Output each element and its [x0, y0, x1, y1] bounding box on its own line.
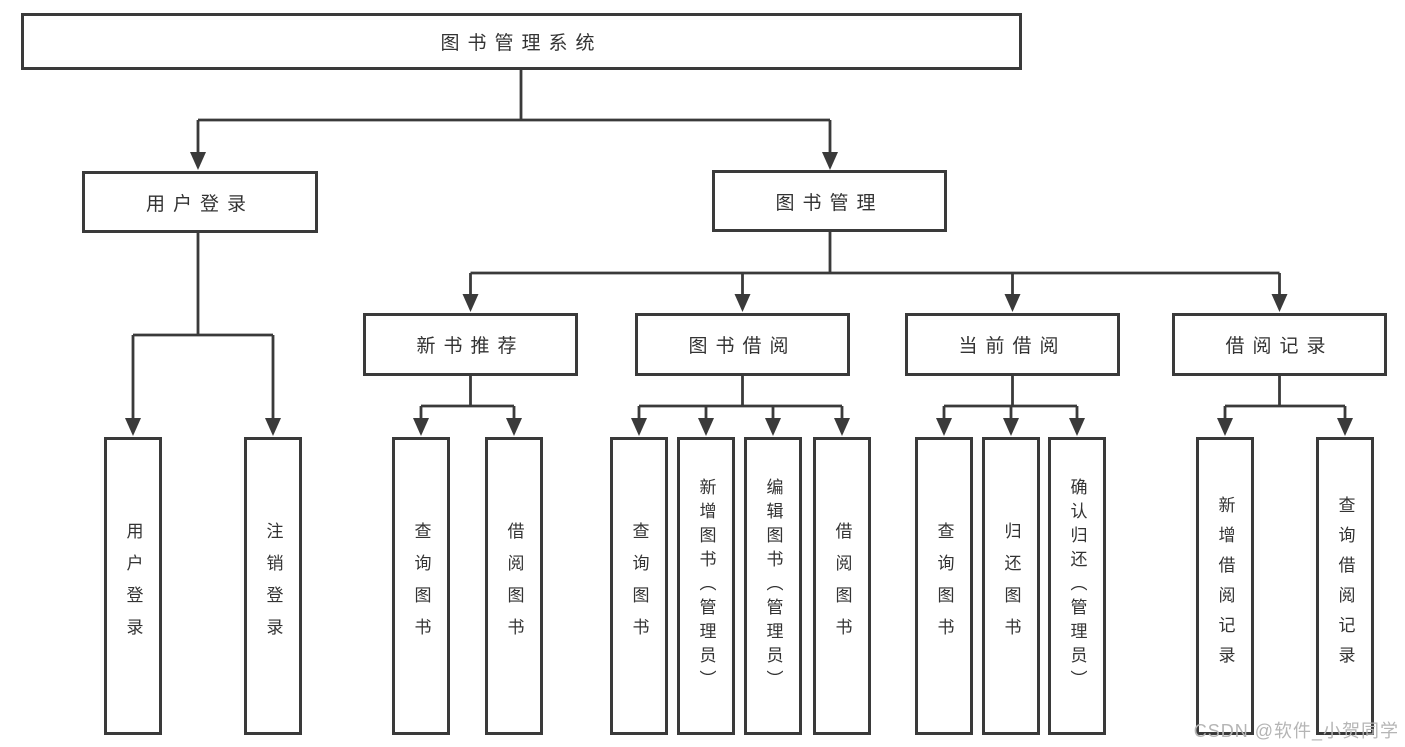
node-label: 借阅图书: [832, 522, 852, 650]
node-label: 查询借阅记录: [1335, 496, 1355, 676]
leaf-borrow-books: 借阅图书: [485, 437, 543, 735]
node-user-login: 用户登录: [82, 171, 318, 233]
node-label: 查询图书: [629, 522, 649, 650]
leaf-edit-books-admin: 编辑图书（管理员）: [744, 437, 802, 735]
leaf-borrow-books: 借阅图书: [813, 437, 871, 735]
leaf-confirm-return-admin: 确认归还（管理员）: [1048, 437, 1106, 735]
node-current-borrow: 当前借阅: [905, 313, 1120, 376]
csdn-watermark: CSDN @软件_小贺同学: [1193, 721, 1399, 741]
node-label: 注销登录: [263, 522, 283, 650]
leaf-query-books: 查询图书: [610, 437, 668, 735]
leaf-return-books: 归还图书: [982, 437, 1040, 735]
node-borrow-records: 借阅记录: [1172, 313, 1387, 376]
leaf-query-books: 查询图书: [392, 437, 450, 735]
node-library-management-system: 图书管理系统: [21, 13, 1022, 70]
node-label: 新书推荐: [416, 336, 525, 357]
node-label: 用户登录: [145, 193, 254, 215]
node-label: 当前借阅: [958, 336, 1067, 357]
node-label: 用户登录: [123, 522, 143, 650]
node-label: 查询图书: [411, 522, 431, 650]
leaf-add-borrow-record: 新增借阅记录: [1196, 437, 1254, 735]
node-new-book-recommend: 新书推荐: [363, 313, 578, 376]
leaf-add-books-admin: 新增图书（管理员）: [677, 437, 735, 735]
node-label: 借阅记录: [1225, 336, 1334, 357]
node-label: 归还图书: [1001, 522, 1021, 650]
node-label: 新增借阅记录: [1215, 496, 1235, 676]
node-label: 图书管理: [775, 192, 884, 214]
node-book-management: 图书管理: [712, 170, 947, 232]
leaf-user-login: 用户登录: [104, 437, 162, 735]
node-label: 借阅图书: [504, 522, 524, 650]
node-label: 编辑图书（管理员）: [763, 478, 783, 694]
node-book-borrow: 图书借阅: [635, 313, 850, 376]
node-label: 新增图书（管理员）: [696, 478, 716, 694]
node-label: 图书管理系统: [440, 33, 603, 54]
node-label: 图书借阅: [688, 336, 797, 357]
leaf-logout: 注销登录: [244, 437, 302, 735]
leaf-query-borrow-record: 查询借阅记录: [1316, 437, 1374, 735]
node-label: 确认归还（管理员）: [1067, 478, 1087, 694]
leaf-query-books: 查询图书: [915, 437, 973, 735]
node-label: 查询图书: [934, 522, 954, 650]
